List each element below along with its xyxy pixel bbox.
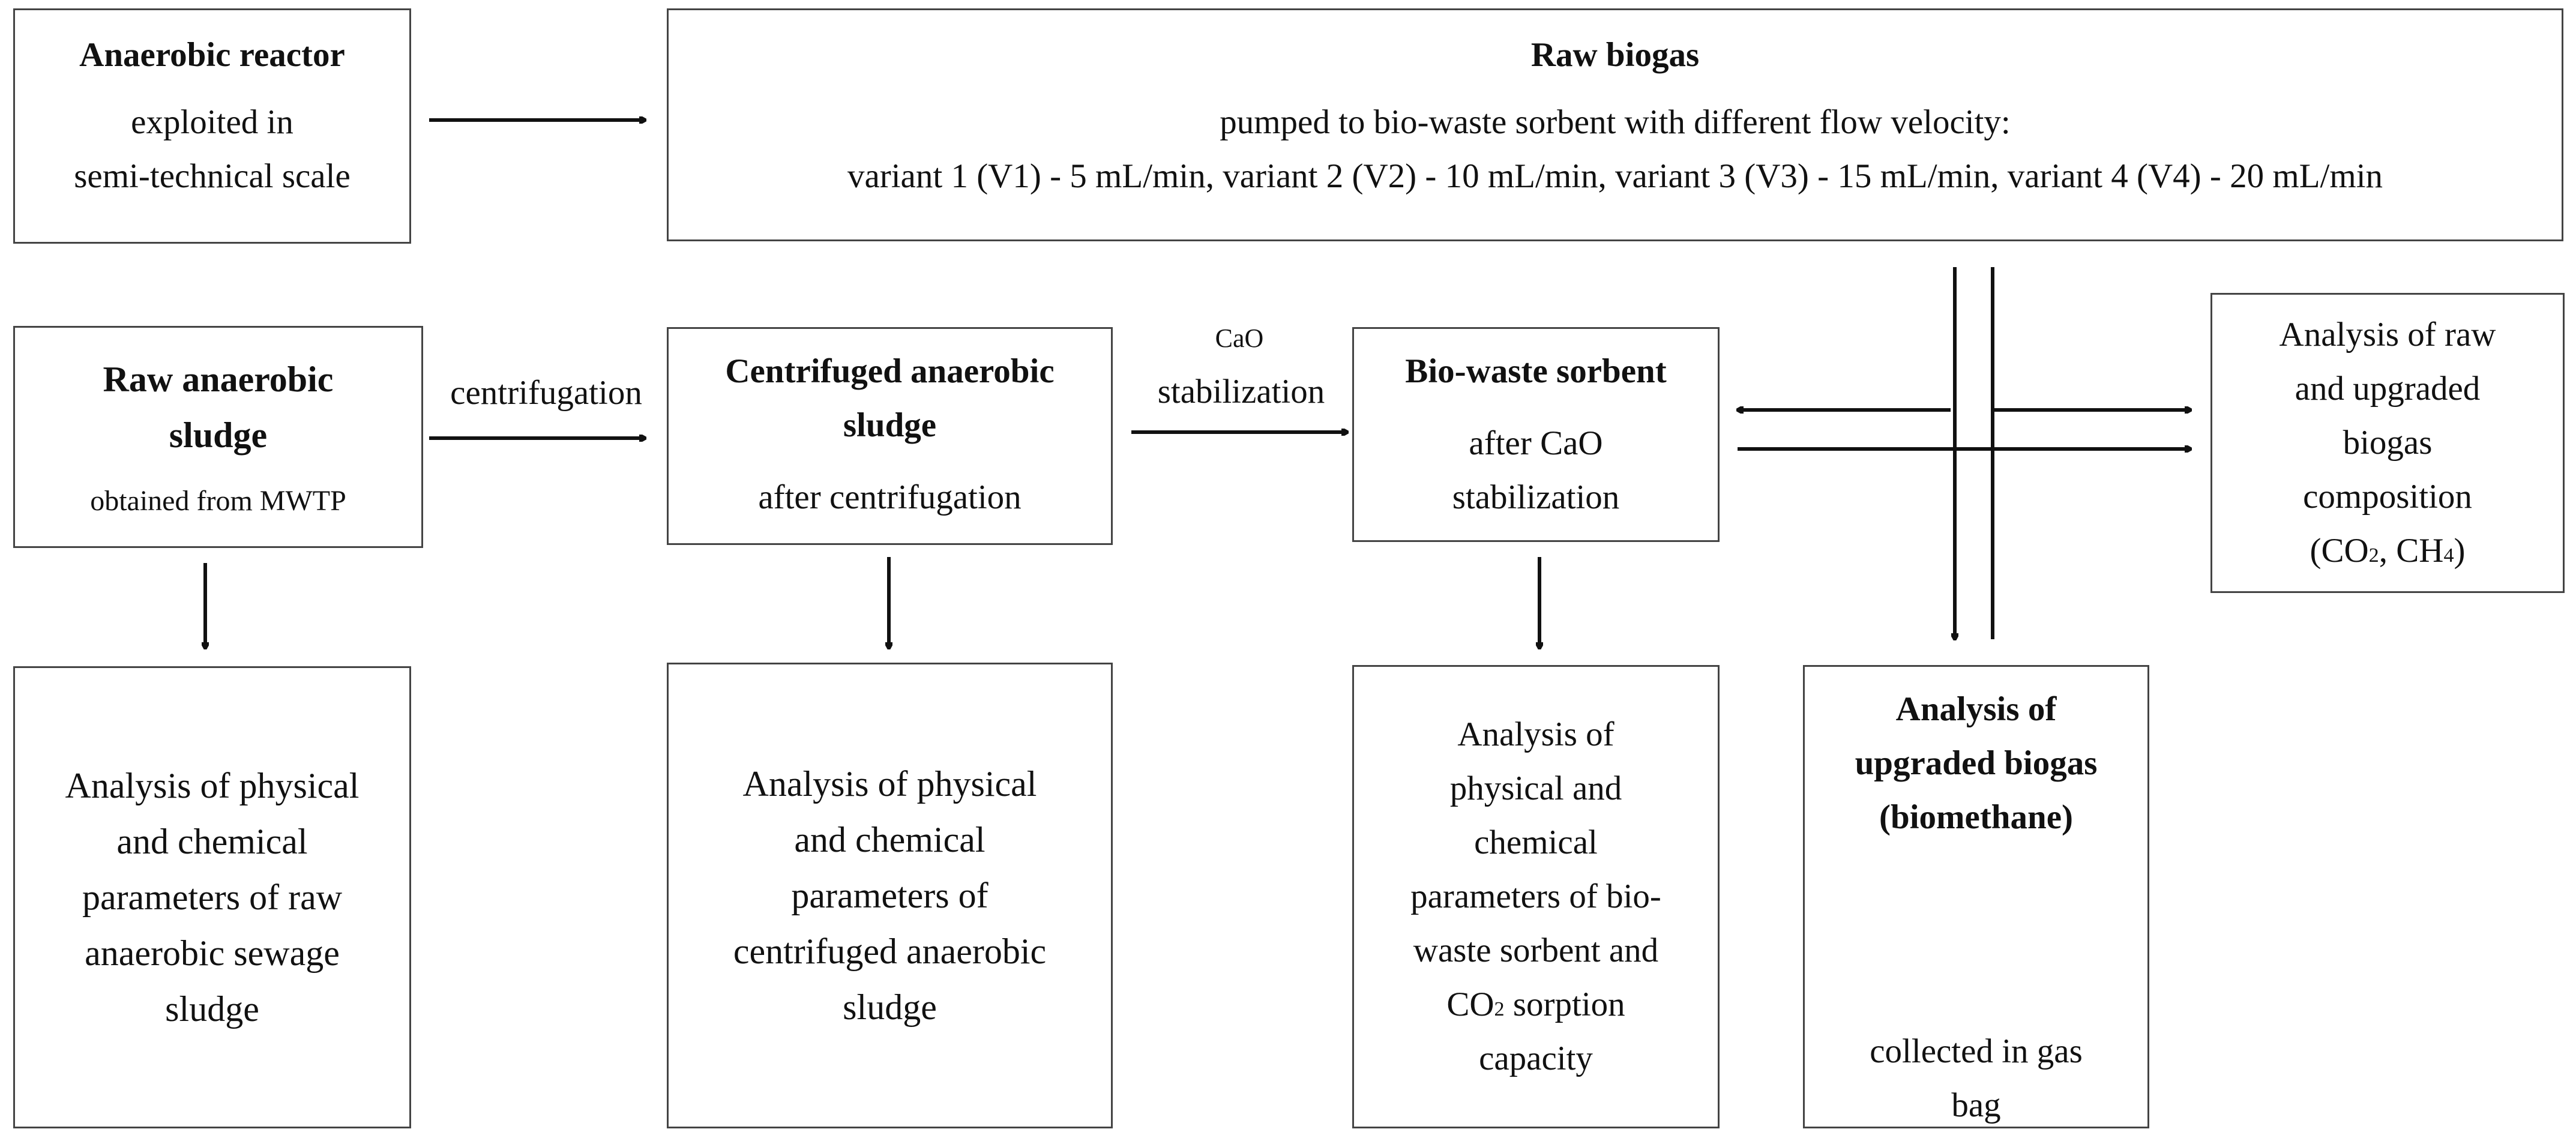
sorbent-analysis-text: Analysis of physical and chemical parame…: [1410, 715, 1661, 970]
raw-sludge-analysis-text: Analysis of physical and chemical parame…: [65, 765, 360, 1029]
raw-sludge-title: Raw anaerobic sludge: [103, 360, 334, 455]
raw-biogas-title: Raw biogas: [1530, 36, 1700, 74]
biogas-composition-formula: (CO2, CH4): [2310, 532, 2466, 570]
sorbent-analysis-box: Analysis of physical and chemical parame…: [1352, 665, 1720, 1128]
anaerobic-reactor-title: Anaerobic reactor: [79, 36, 345, 74]
centrifuged-sludge-analysis-box: Analysis of physical and chemical parame…: [667, 663, 1113, 1128]
upgraded-biogas-text: collected in gas bag: [1870, 1032, 2083, 1125]
biogas-composition-analysis-box: Analysis of raw and upgraded biogas comp…: [2210, 293, 2565, 593]
centrifuged-sludge-box: Centrifuged anaerobic sludge after centr…: [667, 327, 1113, 545]
anaerobic-reactor-text: exploited in semi-technical scale: [74, 103, 351, 196]
bio-waste-sorbent-box: Bio-waste sorbent after CaO stabilizatio…: [1352, 327, 1720, 542]
raw-sludge-analysis-box: Analysis of physical and chemical parame…: [13, 666, 411, 1128]
upgraded-biogas-title: Analysis of upgraded biogas (biomethane): [1855, 690, 2098, 837]
raw-biogas-line1: pumped to bio-waste sorbent with differe…: [1220, 103, 2011, 142]
upgraded-biogas-box: Analysis of upgraded biogas (biomethane)…: [1803, 665, 2149, 1128]
bio-waste-sorbent-text: after CaO stabilization: [1452, 424, 1620, 517]
anaerobic-reactor-box: Anaerobic reactor exploited in semi-tech…: [13, 8, 411, 244]
raw-sludge-text: obtained from MWTP: [90, 485, 346, 517]
raw-biogas-box: Raw biogas pumped to bio-waste sorbent w…: [667, 8, 2563, 241]
bio-waste-sorbent-title: Bio-waste sorbent: [1405, 352, 1667, 390]
centrifugation-label: centrifugation: [450, 374, 642, 412]
cao-label: CaO: [1215, 324, 1264, 353]
co2-sorption-line: CO2 sorption: [1446, 986, 1625, 1024]
raw-biogas-line2: variant 1 (V1) - 5 mL/min, variant 2 (V2…: [847, 157, 2383, 196]
stabilization-label: stabilization: [1157, 373, 1325, 411]
sorbent-analysis-last-line: capacity: [1479, 1040, 1593, 1078]
raw-anaerobic-sludge-box: Raw anaerobic sludge obtained from MWTP: [13, 326, 423, 548]
biogas-composition-text: Analysis of raw and upgraded biogas comp…: [2279, 315, 2496, 516]
centrifuged-sludge-text: after centrifugation: [758, 478, 1022, 517]
centrifuged-sludge-analysis-text: Analysis of physical and chemical parame…: [733, 763, 1047, 1027]
centrifuged-sludge-title: Centrifuged anaerobic sludge: [725, 352, 1055, 445]
